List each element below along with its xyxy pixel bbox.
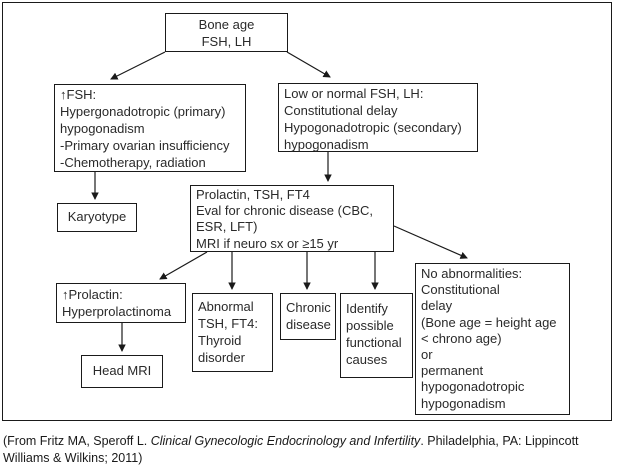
- node-prolactin-tsh-ft4-workup: Prolactin, TSH, FT4 Eval for chronic dis…: [190, 185, 394, 252]
- arrow-workup-to-noabnormalities: [393, 225, 468, 259]
- node-high-fsh-hypergonadotropic: ↑FSH: Hypergonadotropic (primary) hypogo…: [54, 84, 246, 172]
- node-head-mri: Head MRI: [81, 355, 163, 388]
- arrow-workup-to-prolactin: [159, 251, 208, 280]
- citation-prefix: (From Fritz MA, Speroff L.: [3, 434, 151, 448]
- node-low-normal-fsh-lh: Low or normal FSH, LH: Constitutional de…: [278, 83, 478, 152]
- node-high-prolactin-hyperprolactinoma: ↑Prolactin: Hyperprolactinoma: [56, 283, 186, 323]
- arrow-boneage-to-highfsh: [110, 51, 166, 80]
- node-bone-age-fsh-lh: Bone age FSH, LH: [165, 13, 288, 52]
- node-identify-functional-causes: Identify possible functional causes: [340, 293, 413, 378]
- node-no-abnormalities-constitutional-delay: No abnormalities: Constitutional delay (…: [415, 263, 570, 415]
- node-abnormal-tsh-thyroid-disorder: Abnormal TSH, FT4: Thyroid disorder: [192, 293, 273, 372]
- node-karyotype: Karyotype: [57, 203, 137, 232]
- arrow-boneage-to-lowfsh: [286, 51, 331, 78]
- citation-suffix: . Philadelphia, PA: Lippincott Williams …: [3, 434, 579, 465]
- node-chronic-disease: Chronic disease: [280, 293, 336, 340]
- source-citation: (From Fritz MA, Speroff L. Clinical Gyne…: [3, 433, 615, 467]
- citation-book-title: Clinical Gynecologic Endocrinology and I…: [150, 434, 421, 448]
